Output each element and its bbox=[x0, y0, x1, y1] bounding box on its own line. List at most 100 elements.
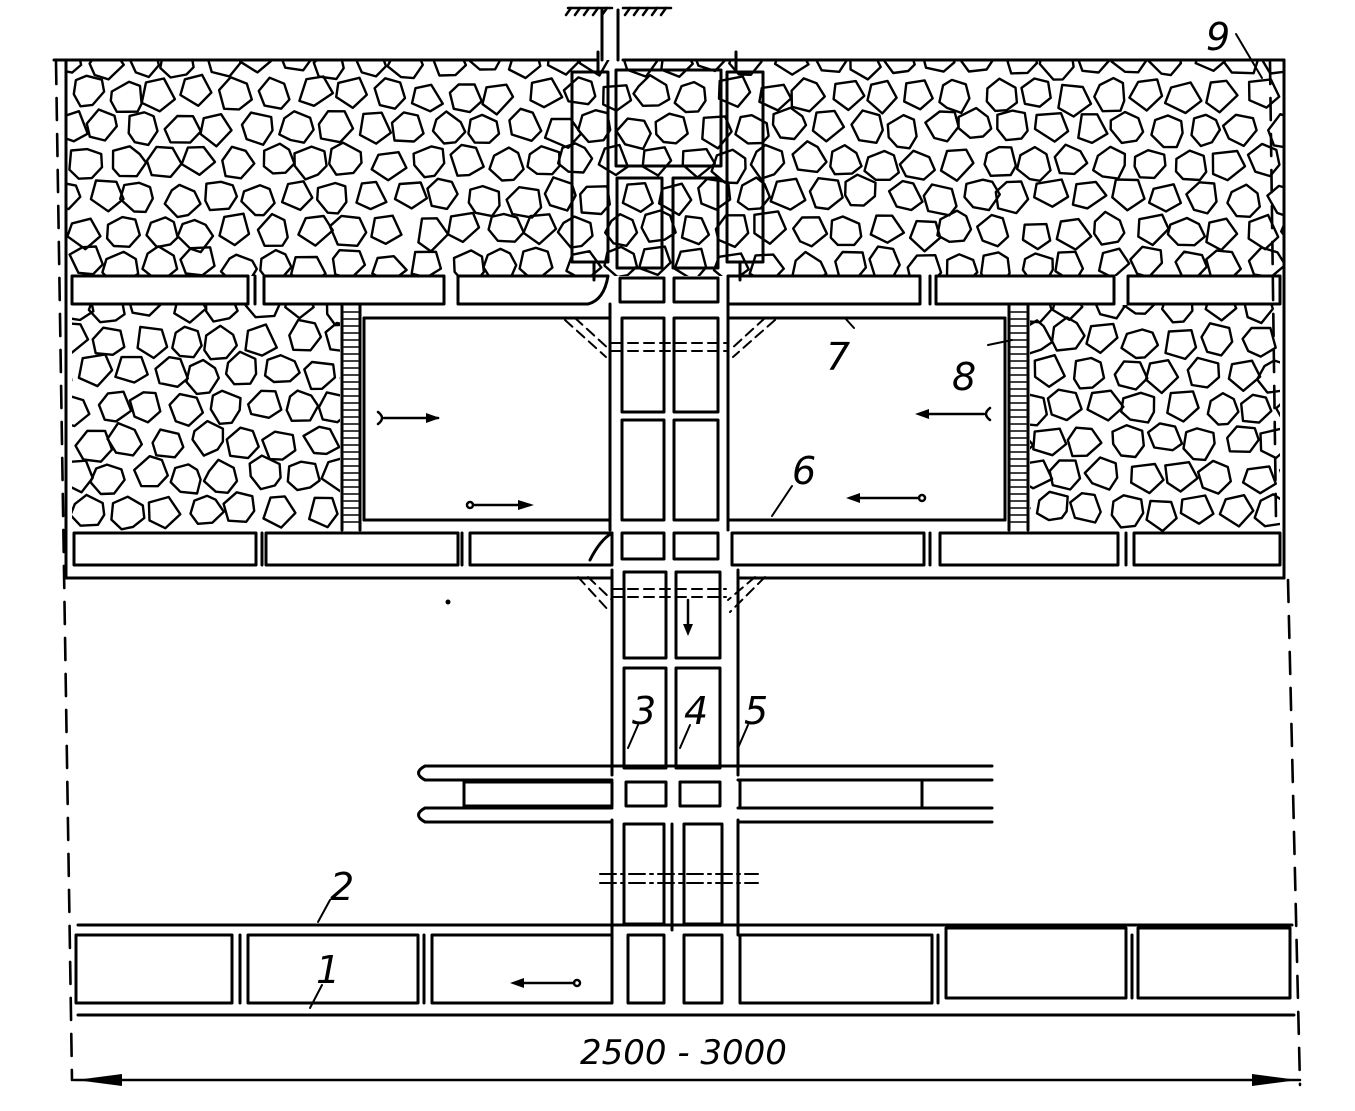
rock-stone bbox=[386, 60, 424, 80]
rock-stone bbox=[280, 180, 314, 212]
rock-stone bbox=[426, 177, 459, 211]
rock-stone bbox=[1120, 391, 1156, 424]
rock-stone bbox=[1035, 490, 1069, 522]
stray-mark bbox=[445, 599, 451, 605]
label-1: 1 bbox=[316, 948, 340, 992]
rock-stone bbox=[33, 427, 64, 457]
rock-stone bbox=[1030, 305, 1053, 324]
rock-stone bbox=[1190, 113, 1222, 148]
rock-stone bbox=[1046, 388, 1083, 422]
rock-stone bbox=[204, 305, 239, 323]
rock-stone bbox=[145, 216, 179, 249]
rock-stone bbox=[1033, 354, 1066, 388]
rock-stone bbox=[317, 110, 355, 144]
rock-stone bbox=[355, 180, 388, 211]
rock-stone bbox=[488, 146, 525, 182]
rock-stone bbox=[1129, 245, 1164, 276]
rock-stone bbox=[1174, 250, 1208, 276]
rock-stone bbox=[898, 149, 936, 181]
rock-stone bbox=[1205, 79, 1239, 114]
rock-stone bbox=[749, 143, 786, 180]
rock-stone bbox=[286, 460, 321, 492]
rock-stone bbox=[203, 324, 238, 361]
rock-stone bbox=[85, 108, 118, 142]
rock-stone bbox=[714, 214, 750, 249]
rock-stone bbox=[1296, 355, 1328, 386]
rock-stone bbox=[1205, 217, 1239, 252]
rock-stone bbox=[1305, 107, 1335, 139]
rock-stone bbox=[256, 212, 289, 247]
rock-stone bbox=[207, 60, 243, 78]
rock-stone bbox=[903, 79, 934, 111]
rock-stone bbox=[637, 245, 672, 276]
rock-stone bbox=[68, 147, 104, 180]
rock-stone bbox=[12, 188, 44, 216]
label-4: 4 bbox=[684, 689, 708, 733]
rock-stone bbox=[882, 60, 916, 75]
rock-stone bbox=[1124, 305, 1156, 315]
rock-stone bbox=[191, 419, 225, 457]
rock-stone bbox=[1283, 156, 1284, 164]
rock-stone bbox=[1048, 459, 1082, 491]
rock-stone bbox=[660, 60, 694, 78]
rock-stone bbox=[526, 145, 561, 176]
rock-stone bbox=[467, 184, 501, 218]
rock-stone bbox=[312, 60, 345, 81]
rock-stone bbox=[844, 173, 877, 207]
rock-stone bbox=[1267, 113, 1284, 149]
rock-stone bbox=[278, 110, 315, 144]
rock-stone bbox=[1072, 356, 1106, 390]
rock-stone bbox=[21, 466, 51, 495]
rock-stone bbox=[654, 112, 689, 145]
rock-stone bbox=[66, 182, 82, 211]
rock-stone bbox=[297, 214, 334, 247]
rock-stone bbox=[432, 60, 468, 77]
rock-stone bbox=[487, 212, 525, 243]
rock-stone bbox=[1030, 393, 1048, 427]
rock-stone bbox=[1015, 145, 1052, 182]
rock-stone bbox=[1164, 461, 1199, 493]
rock-stone bbox=[602, 84, 633, 112]
rock-stone bbox=[88, 60, 125, 81]
rock-stone bbox=[980, 251, 1011, 276]
rock-stone bbox=[641, 146, 673, 177]
rock-stone bbox=[72, 305, 95, 322]
rock-stone bbox=[957, 106, 993, 139]
rock-stone bbox=[204, 180, 239, 212]
rock-stone bbox=[87, 305, 126, 324]
rock-stone bbox=[1146, 422, 1184, 452]
rock-stone bbox=[289, 255, 327, 276]
rock-stone bbox=[328, 214, 368, 247]
rock-stone bbox=[996, 109, 1029, 142]
label-5: 5 bbox=[744, 689, 768, 733]
rock-stone bbox=[1051, 305, 1084, 322]
rock-stone bbox=[673, 80, 707, 114]
rock-stone bbox=[1057, 83, 1093, 118]
rock-stone bbox=[1266, 184, 1284, 217]
rock-stone bbox=[507, 60, 542, 80]
rock-stone bbox=[1241, 465, 1277, 495]
rock-stone bbox=[1211, 149, 1247, 182]
rock-stone bbox=[1128, 78, 1164, 112]
rock-stone bbox=[129, 305, 162, 317]
rock-stone bbox=[370, 151, 408, 182]
rock-stone bbox=[771, 106, 808, 141]
rock-stone bbox=[72, 322, 90, 354]
raise-right bbox=[1007, 304, 1030, 532]
rock-stone bbox=[106, 421, 143, 457]
caved-rock-right bbox=[1030, 305, 1328, 533]
rock-stone bbox=[1206, 392, 1240, 426]
rock-stone bbox=[622, 60, 659, 78]
rock-stone bbox=[393, 181, 429, 210]
rock-stone bbox=[886, 113, 918, 150]
rock-stone bbox=[1110, 494, 1145, 529]
rock-stone bbox=[239, 60, 272, 74]
rock-stone bbox=[1255, 359, 1280, 394]
rock-stone bbox=[1055, 217, 1093, 251]
rock-stone bbox=[1280, 221, 1284, 238]
rock-stone bbox=[1146, 60, 1183, 77]
rock-stone bbox=[1038, 60, 1075, 81]
rock-stone bbox=[114, 355, 149, 384]
rock-stone bbox=[446, 211, 481, 244]
